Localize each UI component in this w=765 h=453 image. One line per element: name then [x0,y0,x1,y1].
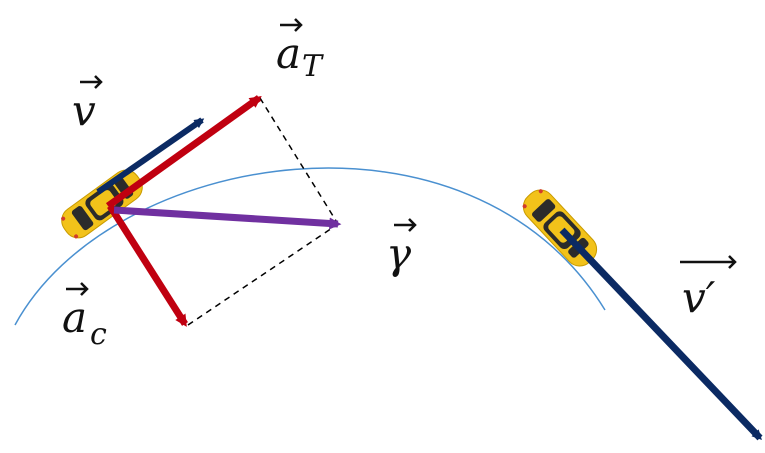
construction-line-bottom [187,223,339,326]
label-a-t-base: a [276,29,301,78]
label-gamma: γ [386,218,417,278]
label-velocity: v [72,75,103,135]
label-a-t-arrow [280,18,303,32]
construction-line-top [259,97,339,225]
velocity-prime-vector [559,227,763,441]
label-v-prime-arrow [680,255,737,269]
yellow-car-icon [61,169,143,239]
label-centripetal-acceleration: a c [62,282,107,352]
label-a-c-base: a [62,293,87,342]
tangential-acceleration-vector [105,95,262,209]
label-a-c-arrow [66,282,89,296]
label-a-t-subscript: T [302,49,324,84]
trajectory-curve [14,167,606,326]
velocity-vector [96,117,205,195]
label-gamma-base: γ [386,229,412,278]
label-velocity-prime: v′ [680,255,737,322]
label-a-c-subscript: c [90,317,107,352]
total-acceleration-vector [113,206,342,230]
label-v-base: v [72,86,96,135]
label-tangential-acceleration: a T [276,18,324,84]
centripetal-acceleration-vector [107,204,188,327]
label-gamma-arrow [394,218,417,232]
label-v-arrow [80,75,103,89]
label-v-prime-base: v′ [682,273,716,322]
